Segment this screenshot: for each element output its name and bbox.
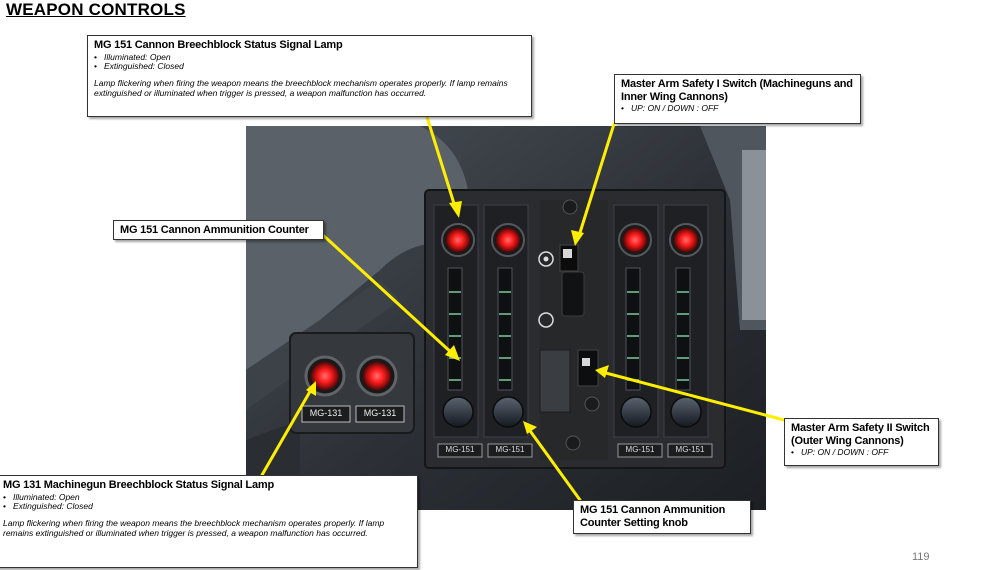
mg131-label-left: MG-131 bbox=[309, 408, 343, 418]
callout-master-arm-safety-2: Master Arm Safety II Switch (Outer Wing … bbox=[784, 418, 939, 466]
callout-mg151-ammo-counter: MG 151 Cannon Ammunition Counter bbox=[113, 220, 324, 240]
callout-master-arm-safety-1: Master Arm Safety I Switch (Machineguns … bbox=[614, 74, 861, 124]
callout-bullet: Illuminated: Open bbox=[94, 52, 525, 63]
callout-heading: MG 151 Cannon Ammunition Counter Setting… bbox=[580, 504, 726, 529]
callout-bullet: UP: ON / DOWN : OFF bbox=[791, 448, 932, 458]
callout-heading: MG 131 Machinegun Breechblock Status Sig… bbox=[3, 479, 274, 491]
callout-heading: MG 151 Cannon Breechblock Status Signal … bbox=[94, 39, 343, 51]
callout-ammo-counter-setting-knob: MG 151 Cannon Ammunition Counter Setting… bbox=[573, 500, 751, 534]
callout-heading: Master Arm Safety II Switch (Outer Wing … bbox=[791, 422, 930, 447]
mg151-label: MG-151 bbox=[675, 445, 705, 454]
mg151-label: MG-151 bbox=[625, 445, 655, 454]
callout-note: Lamp flickering when firing the weapon m… bbox=[3, 518, 385, 539]
callout-heading: MG 151 Cannon Ammunition Counter bbox=[120, 224, 309, 236]
mg151-label: MG-151 bbox=[495, 445, 525, 454]
callout-bullet: Extinguished: Closed bbox=[94, 62, 525, 72]
callout-note: Lamp flickering when firing the weapon m… bbox=[94, 78, 508, 99]
callout-bullet: Extinguished: Closed bbox=[3, 502, 411, 512]
callout-mg151-breechblock-lamp: MG 151 Cannon Breechblock Status Signal … bbox=[87, 35, 532, 117]
callout-bullet: UP: ON / DOWN : OFF bbox=[621, 104, 854, 114]
page-number: 119 bbox=[912, 551, 930, 563]
mg151-label: MG-151 bbox=[445, 445, 475, 454]
mg131-label-right: MG-131 bbox=[363, 408, 397, 418]
page-title: WEAPON CONTROLS bbox=[6, 0, 186, 19]
callout-mg131-breechblock-lamp: MG 131 Machinegun Breechblock Status Sig… bbox=[0, 475, 418, 568]
callout-heading: Master Arm Safety I Switch (Machineguns … bbox=[621, 78, 853, 103]
callout-bullet: Illuminated: Open bbox=[3, 492, 411, 503]
